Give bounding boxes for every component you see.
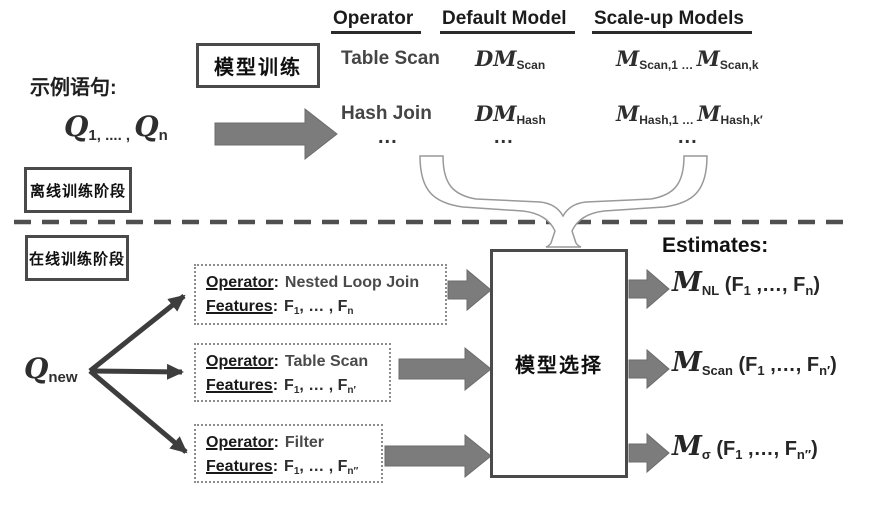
example-queries-label: 示例语句: bbox=[30, 77, 117, 99]
estimate-formula-scan: MScan (F1 ,…, Fn′) bbox=[672, 347, 837, 378]
operator-value: Table Scan bbox=[284, 353, 369, 370]
table-row-scaleup-models: MHash,1 … MHash,k′ bbox=[616, 101, 763, 128]
table-row-scaleup-models: MScan,1 … MScan,k bbox=[616, 46, 759, 73]
table-row-operator: Hash Join bbox=[341, 103, 432, 124]
colon: : bbox=[273, 434, 279, 451]
operator-card-nested-loop-join: Operator: Nested Loop Join Features: F1, …… bbox=[194, 264, 447, 325]
input-arrow-nested-loop bbox=[447, 268, 492, 312]
output-arrow-nl bbox=[628, 268, 670, 310]
table-ellipsis-operator: ... bbox=[378, 126, 398, 148]
features-label: Features bbox=[206, 377, 273, 394]
features-formula: F1, … , Fn″ bbox=[284, 458, 359, 477]
operator-label: Operator bbox=[206, 353, 274, 370]
estimates-label: Estimates: bbox=[662, 234, 769, 257]
features-label: Features bbox=[206, 298, 273, 315]
operator-label: Operator bbox=[206, 274, 274, 291]
col-header-scaleup-models: Scale-up Models bbox=[592, 8, 752, 34]
operator-line: Operator: Table Scan bbox=[206, 352, 379, 372]
operator-label: Operator bbox=[206, 434, 274, 451]
table-row-operator: Table Scan bbox=[341, 48, 440, 69]
colon: : bbox=[272, 458, 279, 475]
estimate-formula-nl: MNL (F1 ,…, Fn) bbox=[672, 267, 820, 298]
output-arrow-sigma bbox=[628, 432, 670, 474]
model-training-box: 模型训练 bbox=[196, 43, 320, 88]
fanout-arrow-3 bbox=[88, 369, 188, 454]
table-row-default-model: DMScan bbox=[475, 46, 546, 73]
table-ellipsis-default: ... bbox=[494, 126, 514, 148]
operator-value: Filter bbox=[284, 434, 325, 451]
operator-value: Nested Loop Join bbox=[284, 274, 420, 291]
fanout-arrow-1 bbox=[88, 294, 186, 373]
colon: : bbox=[273, 353, 279, 370]
operator-card-table-scan: Operator: Table Scan Features: F1, … , Fn′ bbox=[194, 343, 391, 402]
training-flow-arrow bbox=[214, 107, 338, 161]
features-line: Features: F1, … , Fn′ bbox=[206, 376, 379, 396]
operator-line: Operator: Nested Loop Join bbox=[206, 273, 435, 293]
input-arrow-table-scan bbox=[398, 346, 492, 392]
table-row-default-model: DMHash bbox=[475, 101, 546, 128]
merge-brace bbox=[419, 155, 708, 248]
model-selection-box: 模型选择 bbox=[490, 249, 628, 478]
estimate-formula-sigma: Mσ (F1 ,…, Fn″) bbox=[672, 431, 818, 462]
new-query-formula: Qnew bbox=[24, 352, 78, 387]
features-label: Features bbox=[206, 458, 273, 475]
example-queries-formula: Q1, .... , Qn bbox=[64, 110, 168, 145]
offline-phase-box: 离线训练阶段 bbox=[24, 167, 132, 213]
operator-card-filter: Operator: Filter Features: F1, … , Fn″ bbox=[194, 424, 383, 483]
output-arrow-scan bbox=[628, 348, 670, 390]
features-line: Features: F1, … , Fn″ bbox=[206, 457, 371, 477]
operator-line: Operator: Filter bbox=[206, 433, 371, 453]
col-header-default-model: Default Model bbox=[440, 8, 575, 34]
features-formula: F1, … , Fn bbox=[284, 298, 354, 317]
features-line: Features: F1, … , Fn bbox=[206, 297, 435, 317]
colon: : bbox=[272, 377, 279, 394]
colon: : bbox=[273, 274, 279, 291]
input-arrow-filter bbox=[384, 433, 492, 479]
col-header-operator: Operator bbox=[331, 8, 422, 34]
features-formula: F1, … , Fn′ bbox=[284, 377, 356, 396]
fanout-arrow-2 bbox=[89, 363, 184, 380]
colon: : bbox=[272, 298, 279, 315]
table-ellipsis-scaleup: ... bbox=[678, 126, 698, 148]
online-phase-box: 在线训练阶段 bbox=[25, 235, 129, 281]
